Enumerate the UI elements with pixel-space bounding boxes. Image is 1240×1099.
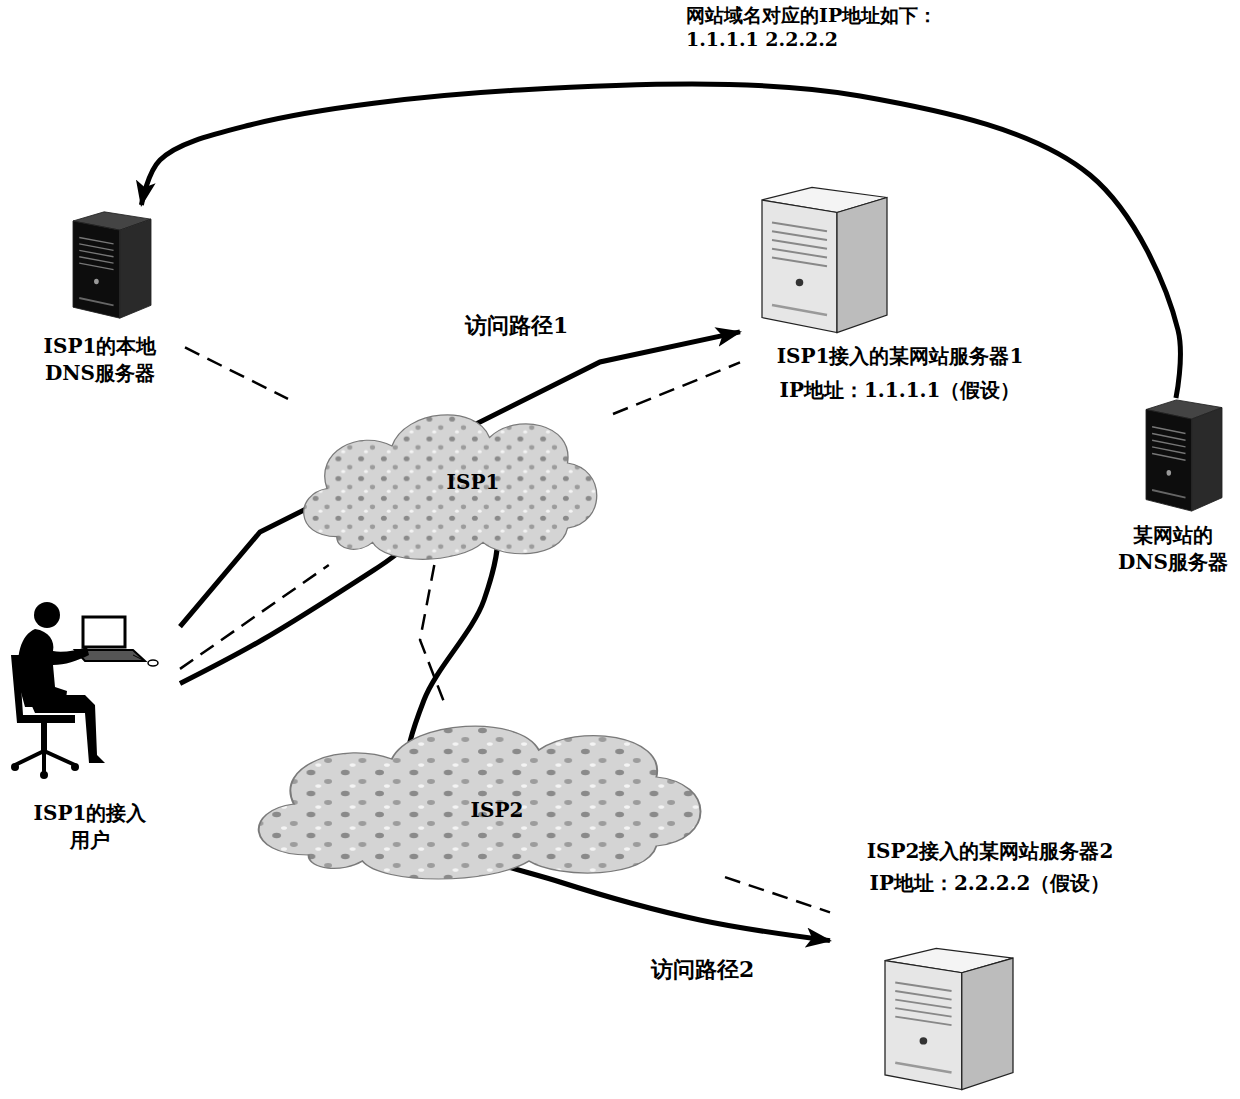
dns-server-node: 某网站的 DNS服务器 <box>1112 398 1234 593</box>
node-label: ISP2 <box>471 797 524 824</box>
edge-label: 访问路径1 <box>462 312 571 340</box>
node-label: 某网站的 DNS服务器 <box>1118 522 1228 576</box>
node-illustration <box>235 705 725 885</box>
edge-label: 网站域名对应的IP地址如下： 1.1.1.1 2.2.2.2 <box>683 4 940 52</box>
web-server-icon <box>885 948 1013 1089</box>
access-path-arrow <box>180 515 830 941</box>
node-illustration <box>762 185 887 335</box>
web-server-node: ISP2接入的某网站服务器2IP地址：2.2.2.2（假设） <box>830 838 1150 1094</box>
network-cloud <box>304 415 597 559</box>
access-path-arrow <box>180 332 740 627</box>
web-server-node: ISP1接入的某网站服务器1IP地址：1.1.1.1（假设） <box>740 185 1060 410</box>
web-server-icon <box>762 188 887 333</box>
link-line <box>185 347 288 398</box>
node-label: ISP1的本地 DNS服务器 <box>44 333 157 387</box>
node-label: ISP2接入的某网站服务器2 <box>867 838 1114 865</box>
node-label: IP地址：2.2.2.2（假设） <box>870 870 1111 897</box>
node-illustration <box>5 595 180 795</box>
network-cloud-node: ISP2 <box>235 705 725 885</box>
node-label: IP地址：1.1.1.1（假设） <box>780 377 1021 404</box>
node-label: ISP1接入的某网站服务器1 <box>777 343 1024 370</box>
edge-label: 访问路径2 <box>648 956 757 984</box>
link-line <box>420 565 445 705</box>
node-illustration <box>73 210 151 320</box>
user-node: ISP1的接入 用户 <box>5 595 180 865</box>
link-line <box>180 565 329 669</box>
network-cloud <box>259 726 701 879</box>
node-illustration <box>885 946 1013 1092</box>
link-line <box>613 362 740 414</box>
dns-server-node: ISP1的本地 DNS服务器 <box>15 205 185 405</box>
user-figure <box>11 602 158 779</box>
dns-server-icon <box>1146 400 1222 511</box>
link-line <box>725 877 830 912</box>
node-label: ISP1 <box>447 469 500 496</box>
node-illustration <box>1146 398 1222 513</box>
dns-server-icon <box>73 212 151 318</box>
node-label: ISP1的接入 用户 <box>34 800 147 854</box>
network-cloud-node: ISP1 <box>288 395 613 565</box>
